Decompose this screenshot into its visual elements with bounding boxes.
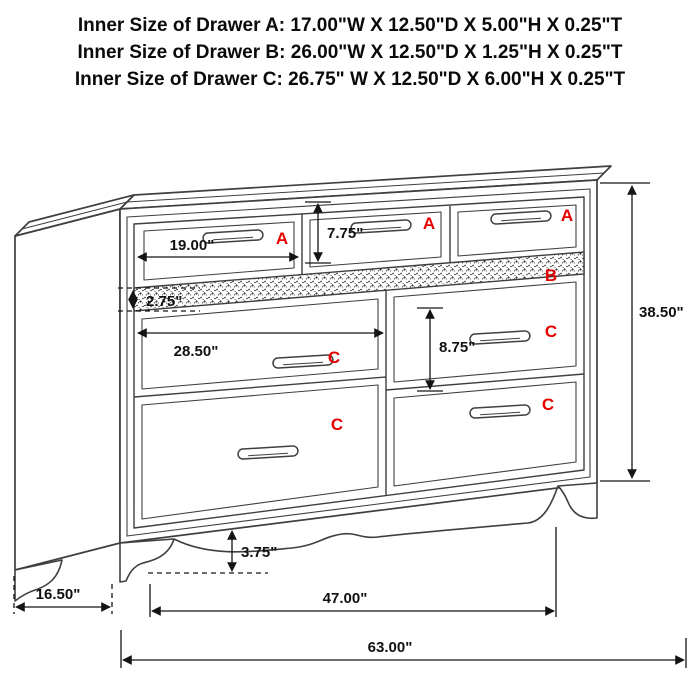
dim-foot-height-label: 3.75" [241, 544, 277, 561]
drawer-c-right-bottom-panel [393, 381, 577, 487]
drawer-a1-label: A [276, 229, 288, 248]
dim-drawer-a-width-label: 19.00" [170, 237, 215, 254]
dim-overall-height-label: 38.50" [639, 304, 684, 321]
drawer-c-right-bottom-handle-icon [469, 404, 531, 419]
drawer-a1-handle-icon [202, 229, 264, 244]
drawer-letter-labels: A A A B C C C C [276, 206, 573, 434]
dim-drawer-a-height-label: 7.75" [327, 225, 363, 242]
drawer-panels [141, 204, 577, 520]
drawer-c-left-top-label: C [328, 348, 340, 367]
drawer-c-right-top-label: C [545, 322, 557, 341]
dim-drawer-c-width-label: 28.50" [174, 343, 219, 360]
drawer-c-left-bottom-panel [141, 384, 379, 520]
inner-size-line-a: Inner Size of Drawer A: 17.00"W X 12.50"… [77, 15, 623, 36]
left-column-divider [133, 376, 387, 398]
drawer-a2-label: A [423, 214, 435, 233]
dimension-annotations: 19.00" 7.75" 2.75" 28.50" 8.75" 38.50" 3… [13, 182, 687, 668]
front-skirt-curve [173, 485, 559, 553]
drawer-handles [202, 210, 552, 460]
drawer-c-left-top-panel [141, 298, 379, 390]
drawer-a3-handle-icon [490, 210, 552, 225]
drawer-c-right-bottom-label: C [542, 395, 554, 414]
dim-depth-label: 16.50" [36, 586, 81, 603]
drawer-c-left-bottom-label: C [331, 415, 343, 434]
side-left-foot [14, 559, 63, 602]
front-right-foot [557, 482, 598, 520]
dim-leg-span-label: 47.00" [323, 590, 368, 607]
dim-drawer-c-height-label: 8.75" [439, 339, 475, 356]
drawer-a1-panel [143, 221, 295, 281]
drawer-c-right-top-handle-icon [469, 330, 531, 345]
inner-size-line-c: Inner Size of Drawer C: 26.75" W X 12.50… [74, 69, 626, 90]
front-frame-outer [126, 188, 591, 537]
front-left-foot [119, 538, 175, 583]
top-molding-line-left [21, 201, 128, 230]
drawer-a3-label: A [561, 206, 573, 225]
inner-size-line-b: Inner Size of Drawer B: 26.00"W X 12.50"… [77, 42, 623, 63]
drawer-b-label: B [545, 266, 557, 285]
drawer-a2-handle-icon [350, 219, 412, 234]
dresser-left-side-panel [14, 208, 121, 571]
dim-overall-width-label: 63.00" [368, 639, 413, 656]
inner-size-title-block: Inner Size of Drawer A: 17.00"W X 12.50"… [0, 12, 700, 93]
front-frame-inner [133, 196, 585, 529]
drawer-c-left-top-handle-icon [272, 354, 334, 369]
top-molding-line [126, 172, 605, 203]
drawer-c-right-top-panel [393, 281, 577, 383]
dresser-body [14, 165, 612, 602]
right-column-divider [385, 373, 585, 391]
drawer-c-left-bottom-handle-icon [237, 445, 299, 460]
drawer-a3-panel [457, 204, 577, 257]
drawer-a2-panel [309, 211, 442, 268]
dim-drawer-b-height-label: 2.75" [146, 293, 182, 310]
